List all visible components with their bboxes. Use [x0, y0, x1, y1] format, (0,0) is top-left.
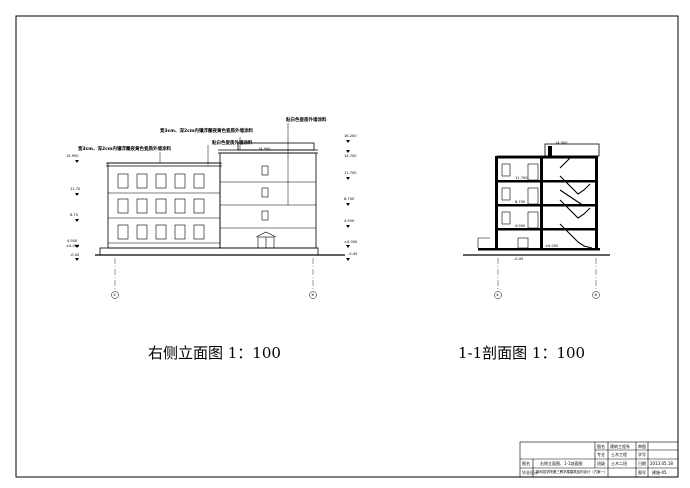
tb-r1-c1: 图名 [597, 444, 605, 449]
tb-r2-c1: 专业 [597, 452, 605, 457]
elevation-note-1: 贴白色瓷质外墙涂料 [286, 118, 327, 123]
elevation-axis-right: ⑧ [311, 293, 315, 297]
elevation-level-right-2: 14.700 [344, 154, 357, 158]
section-level-2: 11.700 [515, 176, 528, 180]
elevation-level-left-6: -0.45 [70, 253, 80, 257]
elevation-axis-left: ① [113, 293, 117, 297]
section-level-4: 4.950 [515, 224, 526, 228]
elevation-title: 右侧立面图 1：100 [148, 344, 281, 362]
right-elevation-drawing [95, 123, 345, 299]
sheet-frame [15, 15, 679, 478]
title-block [519, 441, 679, 478]
section-level-6: -0.45 [514, 257, 524, 261]
section-level-1: 14.900 [555, 141, 568, 145]
tb-r2-c2: 土木工程 [611, 452, 627, 457]
section-1-1-drawing [463, 143, 610, 299]
section-title: 1-1剖面图 1：100 [458, 344, 586, 362]
tb-r3-c4: 2013.05.18 [650, 461, 673, 466]
tb-project-value: 右侧立面图、1-1剖面图 [540, 461, 583, 466]
elevation-level-left-3: 8.70 [70, 213, 79, 217]
elevation-note-4: 宽3cm、深2cm内镶浮雕夜黄色瓷质外墙涂料 [78, 147, 171, 152]
tb-r1-c3: 审图 [638, 444, 646, 449]
elevation-level-right-5: 4.950 [344, 219, 355, 223]
elevation-level-left-4: 4.950 [67, 239, 78, 243]
elevation-roof-level: 14.900 [258, 147, 271, 151]
tb-r1-c2: 建筑工程系 [610, 444, 630, 449]
elevation-level-right-1: 16.200 [344, 134, 357, 138]
tb-sheet-value: 建施-05 [652, 470, 667, 475]
elevation-level-right-7: -0.45 [348, 252, 358, 256]
tb-r2-c3: 学号 [638, 452, 646, 457]
elevation-level-left-5: ±0.000 [66, 244, 80, 248]
elevation-level-left-1: 15.900 [66, 154, 79, 158]
tb-r3-c2: 土木二班 [611, 461, 627, 466]
tb-r3-c3: 日期 [638, 461, 646, 466]
tb-design-label: 毕业设计 [522, 470, 538, 475]
tb-r3-c1: 班级 [597, 461, 605, 466]
elevation-level-left-2: 11.70 [70, 187, 81, 191]
section-axis-left: ④ [496, 293, 500, 297]
section-level-3: 8.700 [515, 200, 526, 204]
elevation-level-right-4: 8.700 [344, 197, 355, 201]
section-axis-right: ⑧ [594, 293, 598, 297]
tb-design-value: 某科技学院第三教学楼建筑结构设计（方案一） [536, 470, 608, 474]
elevation-level-right-3: 11.700 [344, 171, 357, 175]
level-markers [75, 140, 350, 261]
elevation-level-right-6: ±0.000 [344, 240, 358, 244]
section-level-5: ±0.000 [545, 244, 559, 248]
elevation-note-3: 贴白色瓷质外墙涂料 [212, 141, 253, 146]
tb-sheet-label: 图号 [638, 470, 646, 475]
elevation-note-2: 宽3cm、深2cm内镶浮雕夜黄色瓷质外墙涂料 [160, 129, 253, 134]
tb-project-label: 图名 [522, 461, 530, 466]
